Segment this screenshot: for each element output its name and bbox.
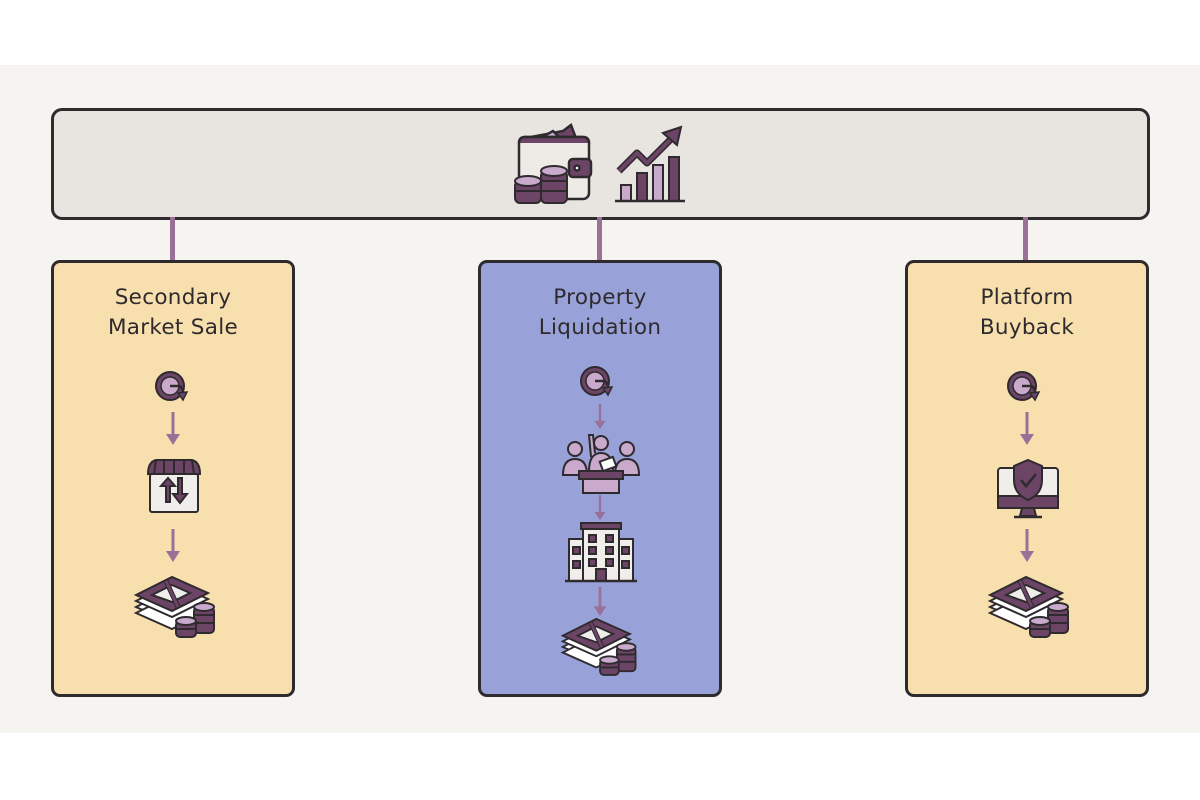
connector-line: [170, 217, 175, 261]
option-panel-platform-buyback: Platform Buyback: [905, 260, 1149, 697]
title-line: Liquidation: [538, 315, 662, 340]
option-panel-property-liquidation: Property Liquidation: [478, 260, 722, 697]
header-box: [51, 108, 1150, 220]
marketplace-exchange-icon: [146, 459, 202, 513]
start-cycle-icon: [1005, 369, 1045, 409]
connector-line: [597, 217, 602, 261]
wallet-with-coins-icon: [513, 122, 592, 204]
start-cycle-icon: [578, 364, 618, 404]
investor-vote-icon: [561, 434, 641, 494]
flow-arrow-icon: [166, 411, 180, 447]
flow-arrow-icon: [1020, 528, 1034, 564]
title-line: Market Sale: [107, 315, 239, 340]
flow-arrow-icon: [166, 528, 180, 564]
title-line: Platform: [980, 285, 1074, 310]
building-icon: [565, 522, 637, 583]
cash-payout-icon: [986, 571, 1076, 641]
growth-chart-icon: [614, 125, 685, 203]
secure-platform-icon: [997, 458, 1059, 519]
option-title: Secondary Market Sale: [54, 283, 292, 343]
flow-arrow-icon: [593, 495, 607, 521]
option-panel-secondary-market-sale: Secondary Market Sale: [51, 260, 295, 697]
option-title: Property Liquidation: [481, 283, 719, 343]
flow-arrow-icon: [1020, 411, 1034, 447]
cash-payout-icon: [559, 613, 643, 679]
title-line: Buyback: [979, 315, 1075, 340]
connector-line: [1023, 217, 1028, 261]
start-cycle-icon: [153, 369, 193, 409]
cash-payout-icon: [132, 571, 222, 641]
title-line: Property: [553, 285, 647, 310]
flow-arrow-icon: [593, 404, 607, 430]
option-title: Platform Buyback: [908, 283, 1146, 343]
title-line: Secondary: [114, 285, 232, 310]
